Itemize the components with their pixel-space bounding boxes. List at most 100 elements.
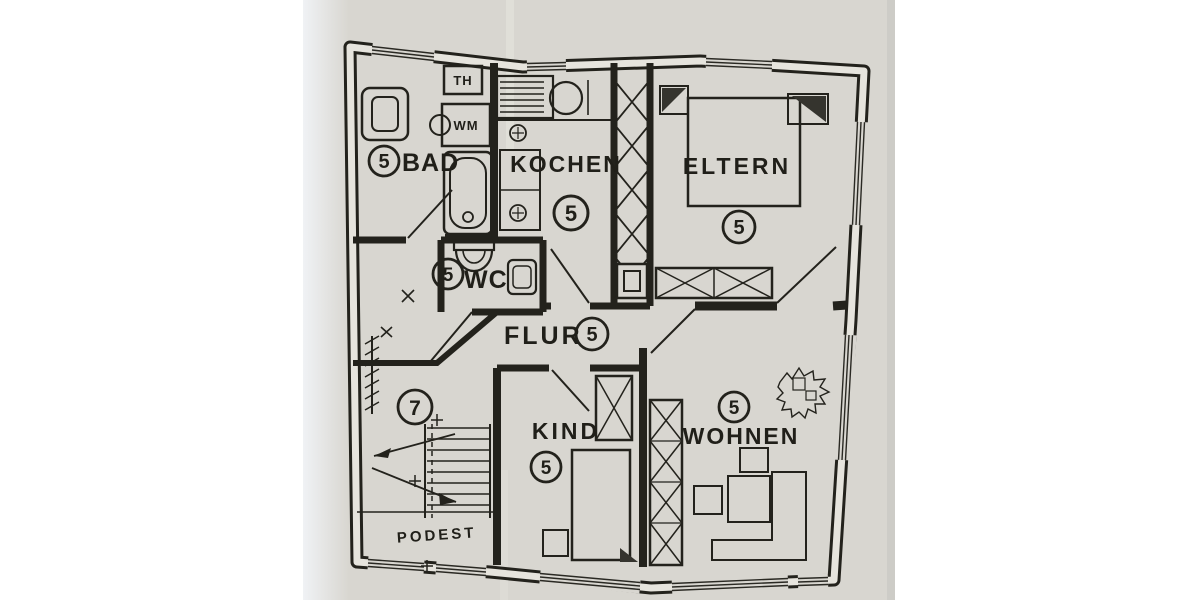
- room-label-bad: BAD: [402, 149, 459, 177]
- door-kind: [551, 369, 590, 412]
- eltern-furniture: [654, 85, 829, 300]
- room-number-circle-treppe: [396, 388, 434, 426]
- plus-tick-mid: [409, 475, 421, 487]
- room-label-wohnen: WOHNEN: [683, 423, 800, 449]
- bad-sink-basin: [371, 96, 399, 132]
- toilet-icon: [454, 249, 494, 273]
- window-podest-bottom: [367, 555, 425, 575]
- interior-walls: [353, 63, 848, 567]
- room-number-circle-wohnen: [717, 390, 751, 424]
- nightstand-left: [659, 85, 689, 115]
- paper-sheet: [303, 0, 895, 600]
- room-label-wc: WC: [464, 266, 508, 294]
- wc-fixtures: [452, 236, 538, 296]
- paper-fold-crease-bottom: [500, 470, 508, 600]
- room-number-wohnen: 5: [729, 398, 740, 419]
- stairs: [371, 414, 491, 572]
- water-heater-icon: [442, 64, 484, 96]
- stove-hatch: [500, 81, 544, 113]
- washing-machine-icon: [440, 102, 492, 148]
- room-label-kochen: KOCHEN: [510, 151, 622, 177]
- window-kind-bottom-left: [435, 560, 487, 580]
- cross-mark-flur: [380, 326, 393, 338]
- tap-symbol-top: [509, 124, 527, 142]
- room-number-circle-wc: [431, 257, 465, 291]
- window-eltern-top: [705, 54, 773, 73]
- wc-sink-icon: [506, 258, 538, 296]
- room-labels: 5 BAD KOCHEN 5 ELTERN 5 5 WC FLUR 5 7 KI…: [378, 73, 800, 547]
- chimney-shaft: [613, 79, 651, 301]
- room-label-flur: FLUR: [504, 322, 583, 350]
- room-numbers: [367, 144, 757, 484]
- room-label-eltern: ELTERN: [683, 153, 791, 179]
- bathtub-inner: [449, 157, 487, 229]
- stair-treads: [427, 427, 490, 506]
- wardrobe-kind-icon: [594, 374, 634, 442]
- flue-access-icon: [615, 262, 649, 300]
- window-kind-bottom: [539, 569, 641, 594]
- nightstand-kind: [542, 529, 569, 557]
- bed-kind-icon: [570, 448, 632, 562]
- kind-furniture: [542, 374, 638, 562]
- room-label-podest: PODEST: [396, 524, 477, 547]
- stove-icon: [495, 74, 555, 120]
- plus-tick-top: [431, 414, 443, 426]
- window-eltern-right: [848, 121, 869, 226]
- window-bad-top: [371, 42, 435, 65]
- toilet-tank: [452, 236, 496, 252]
- washing-machine-door: [429, 114, 451, 136]
- flue-access-inner: [623, 270, 641, 292]
- wc-sink-basin: [512, 265, 532, 289]
- nightstand-left-hatch: [662, 88, 686, 112]
- room-number-flur: 5: [586, 324, 597, 346]
- room-number-circle-flur: [574, 316, 610, 352]
- water-heater-label: TH: [453, 73, 472, 88]
- door-kochen: [550, 248, 590, 304]
- room-number-kochen: 5: [565, 201, 577, 226]
- cross-mark-bad-door: [401, 289, 415, 303]
- plus-tick-bottom: [421, 560, 433, 572]
- tap-symbol-bottom: [509, 204, 527, 222]
- windows: [367, 42, 869, 595]
- wohnen-furniture: [648, 366, 831, 567]
- room-number-eltern: 5: [733, 217, 744, 239]
- nightstand-right: [787, 93, 829, 125]
- toilet-bowl: [462, 249, 486, 264]
- window-wohnen-bottom-right: [797, 573, 829, 590]
- door-wc: [429, 311, 473, 363]
- room-number-treppe: 7: [409, 397, 421, 420]
- sofa-icon: [711, 471, 807, 561]
- table-small: [739, 447, 769, 473]
- kochen-fixtures: [495, 74, 612, 231]
- room-number-circle-kochen: [552, 194, 590, 232]
- kitchen-sink-icon: [548, 80, 584, 116]
- room-number-kind: 5: [541, 458, 552, 479]
- room-label-kind: KIND: [532, 418, 600, 444]
- paper-right-edge: [887, 0, 895, 600]
- kind-corner-mark: [620, 548, 638, 562]
- window-wohnen-right: [834, 334, 857, 461]
- plant-icon: [775, 366, 831, 420]
- door-cross-marks: [380, 289, 415, 338]
- room-number-circle-eltern: [721, 209, 757, 245]
- washing-machine-label: WM: [453, 118, 478, 133]
- door-wohnen: [650, 308, 696, 354]
- paper-left-edge: [303, 0, 349, 600]
- room-number-wc: 5: [443, 265, 454, 286]
- nightstand-right-hatch: [792, 96, 826, 122]
- bathtub-drain: [462, 211, 474, 223]
- bad-fixtures: [360, 64, 494, 236]
- room-number-circle-kind: [529, 450, 563, 484]
- room-number-circle-bad: [367, 144, 401, 178]
- window-kochen-top: [526, 58, 567, 75]
- railing-hatch: [364, 335, 380, 414]
- bathtub-icon: [442, 150, 494, 236]
- room-number-bad: 5: [378, 151, 389, 173]
- door-eltern: [776, 246, 837, 304]
- bad-sink-icon: [360, 86, 410, 142]
- bed-eltern-icon: [686, 96, 802, 208]
- window-wohnen-bottom: [671, 574, 789, 595]
- armchair-icon: [693, 485, 723, 515]
